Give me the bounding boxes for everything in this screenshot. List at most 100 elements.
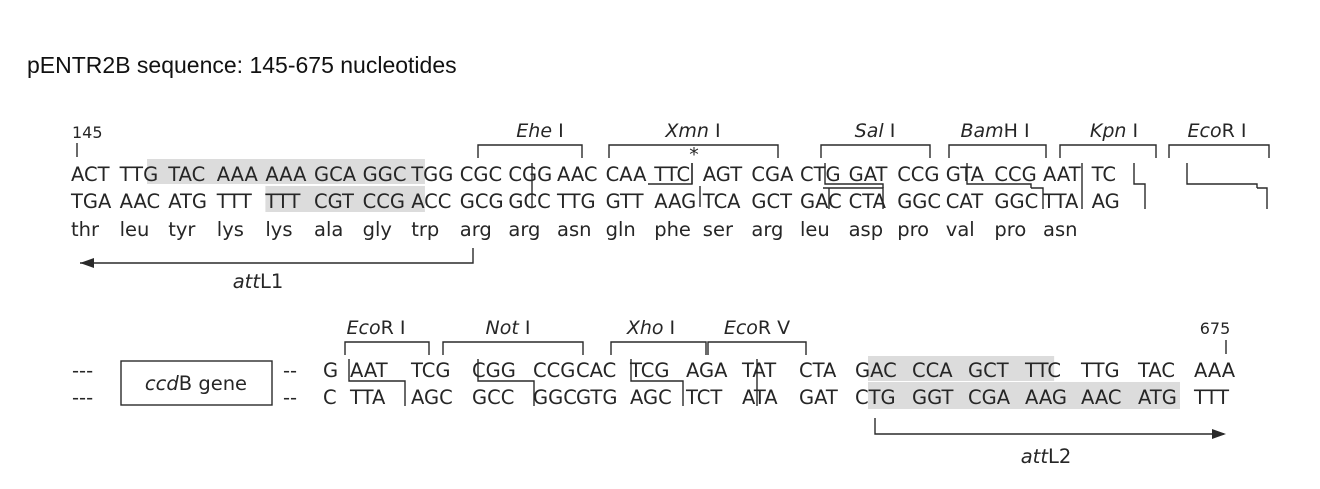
restriction-cut-line [1186,163,1258,188]
sal-i-enzyme-label: Sal I [855,120,896,142]
bottom-strand-codon: CGA [968,386,1011,409]
kpn-i-site-bracket [1059,144,1157,158]
not-i-enzyme-label: Not I [486,317,531,339]
attl1-region-line [80,248,474,264]
top-strand-codon: CCA [912,359,953,382]
restriction-cut-line [630,359,684,406]
top-strand-codon: CAA [606,163,647,186]
top-strand-codon: GCA [314,163,357,186]
top-strand-codon: TCG [629,359,670,382]
bottom-strand-codon: ACC [411,190,451,213]
top-strand-codon: TGG [410,163,453,186]
bottom-strand-codon: AGC [630,386,672,409]
top-strand-codon: AAT [1043,163,1081,186]
bottom-strand-codon: TCA [702,190,741,213]
ccdb-gene-label: ccdB gene [145,372,247,395]
shaded-regions [147,159,1180,409]
attl2-arrowhead [1212,429,1226,439]
kpn-i-enzyme-label: Kpn I [1090,120,1138,142]
bottom-strand-codon: ATA [742,386,778,409]
xho-i-enzyme-label: Xho I [626,317,675,339]
shaded-region-bottom-attl1 [265,186,425,212]
bottom-strand-codon: AG [1092,190,1120,213]
ecor-i-2-site-bracket [344,341,430,355]
amino-acid: asp [849,218,884,241]
cleavage-star-marker: * [689,144,699,166]
bottom-strand-codon: CTA [849,190,887,213]
ecor-v-enzyme-label: EcoR V [724,317,790,339]
restriction-cut-line [1257,187,1268,209]
bottom-strand-codon: GCC [472,386,514,409]
top-strand-codon: TCG [410,359,451,382]
amino-acid: thr [71,218,100,241]
amino-acid: lys [265,218,292,241]
attl1-label: attL1 [233,270,284,293]
top-strand-codon: TTC [653,163,690,186]
amino-acid: ser [703,218,734,241]
top-strand-codon: AAC [557,163,598,186]
top-strand-codon: CGG [472,359,516,382]
shaded-region-bottom-attl2 [868,382,1180,409]
bottom-strand-codon: GGC [533,386,577,409]
attl2-label: attL2 [1021,445,1072,468]
xmn-i-enzyme-label: Xmn I [664,120,720,142]
bottom-strand-codon: AGC [411,386,453,409]
top-strand-codon: AAA [265,163,307,186]
bottom-strand-codon: GGC [994,190,1038,213]
amino-acid: leu [120,218,150,241]
top-strand-codon: ACT [71,163,110,186]
bottom-strand-codon: TGA [70,190,112,213]
bamh-i-enzyme-label: BamH I [960,120,1029,142]
dashes-bottom-right: -- [283,386,297,409]
top-strand-codon: AAT [350,359,388,382]
bottom-strand-codon: GCT [751,190,792,213]
top-strand-codon: AAA [1194,359,1236,382]
top-strand-codon: TTG [1080,359,1120,382]
bottom-strand-codon: AAG [1025,386,1067,409]
restriction-site-cut-lines [348,163,1268,406]
top-strand-codon: CCG [533,359,575,382]
top-strand-codon: TAC [1137,359,1175,382]
dashes-top-left: --- [72,359,93,382]
top-strand-codon: TC [1091,163,1116,186]
bottom-strand-codon: GGT [912,386,954,409]
top-strand-codon: CCG [994,163,1036,186]
bottom-strand-codon: GCC [508,190,550,213]
bottom-strand-codon: CGT [314,190,354,213]
bottom-strand-codon: TTA [1042,190,1079,213]
shaded-region-top-attl1 [147,159,425,184]
top-strand-codon: GCT [968,359,1009,382]
bottom-strand-codon: CTG [855,386,896,409]
bottom-strand-codon: GGC [897,190,941,213]
ecor-i-2-enzyme-label: EcoR I [347,317,406,339]
restriction-cut-line [966,163,1032,188]
top-strand-codon: CTA [799,359,837,382]
top-strand-codon: AAA [217,163,259,186]
amino-acid: ala [314,218,343,241]
amino-acid: trp [411,218,439,241]
ecor-i-1-enzyme-label: EcoR I [1188,120,1247,142]
bottom-strand-codon: TTT [1193,386,1229,409]
attl2-region-line [874,418,1224,435]
bottom-strand-codon: TTT [216,190,252,213]
bottom-strand-codon: C [323,386,337,409]
restriction-cut-line [477,359,535,406]
ehe-i-site-bracket [477,144,583,158]
top-strand-codon: TTG [119,163,159,186]
end-position-number: 675 [1200,319,1231,338]
sal-i-site-bracket [820,144,931,158]
amino-acid: gly [363,218,392,241]
top-strand-codon: CGA [751,163,794,186]
amino-acid: phe [654,218,691,241]
restriction-cut-line [824,163,884,188]
xmn-i-site-bracket [608,144,779,158]
restriction-cut-line [1031,187,1044,209]
top-strand-codon: AGT [703,163,742,186]
top-strand-codon: TAT [741,359,776,382]
bottom-strand-codon: GTG [576,386,617,409]
amino-acid: gln [606,218,636,241]
bottom-strand-codon: ATG [1138,386,1177,409]
bottom-strand-codon: ATG [168,190,207,213]
ehe-i-enzyme-label: Ehe I [516,120,563,142]
